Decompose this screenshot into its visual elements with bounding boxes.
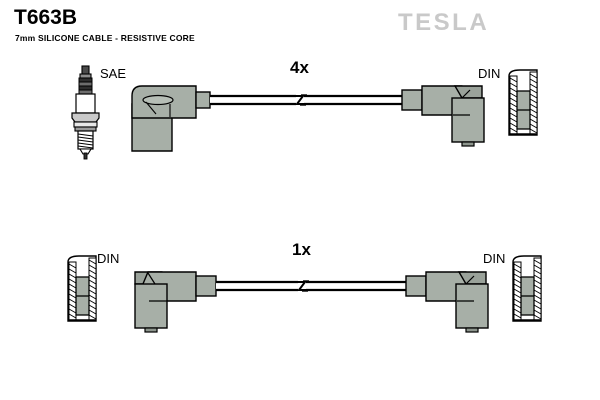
row1-cable-right [304, 94, 402, 106]
din-terminal-icon-row2-left [67, 255, 97, 322]
page-subtitle: 7mm SILICONE CABLE - RESISTIVE CORE [15, 33, 195, 43]
quantity-label-row2: 1x [292, 240, 311, 259]
din-terminal-icon-row1 [508, 69, 538, 136]
label-din-row1-right: DIN [478, 66, 501, 81]
row1-right-coil-boot [401, 85, 485, 147]
page-title: T663B [14, 6, 78, 29]
row2-cable-left [216, 280, 298, 292]
din-terminal-icon-row2-right [512, 255, 542, 322]
label-din-row2-left: DIN [97, 251, 120, 266]
row1-left-plug-boot [131, 85, 211, 152]
label-sae-row1: SAE [100, 66, 127, 81]
label-din-row2-right: DIN [483, 251, 506, 266]
brand-logo: TESLA [398, 9, 490, 36]
row1-cable-left [210, 94, 296, 106]
spark-plug-icon [71, 65, 100, 160]
quantity-label-row1: 4x [290, 58, 309, 77]
row2-right-coil-boot [405, 271, 489, 333]
row2-left-coil-boot [134, 271, 217, 333]
row2-cable-right [306, 280, 406, 292]
